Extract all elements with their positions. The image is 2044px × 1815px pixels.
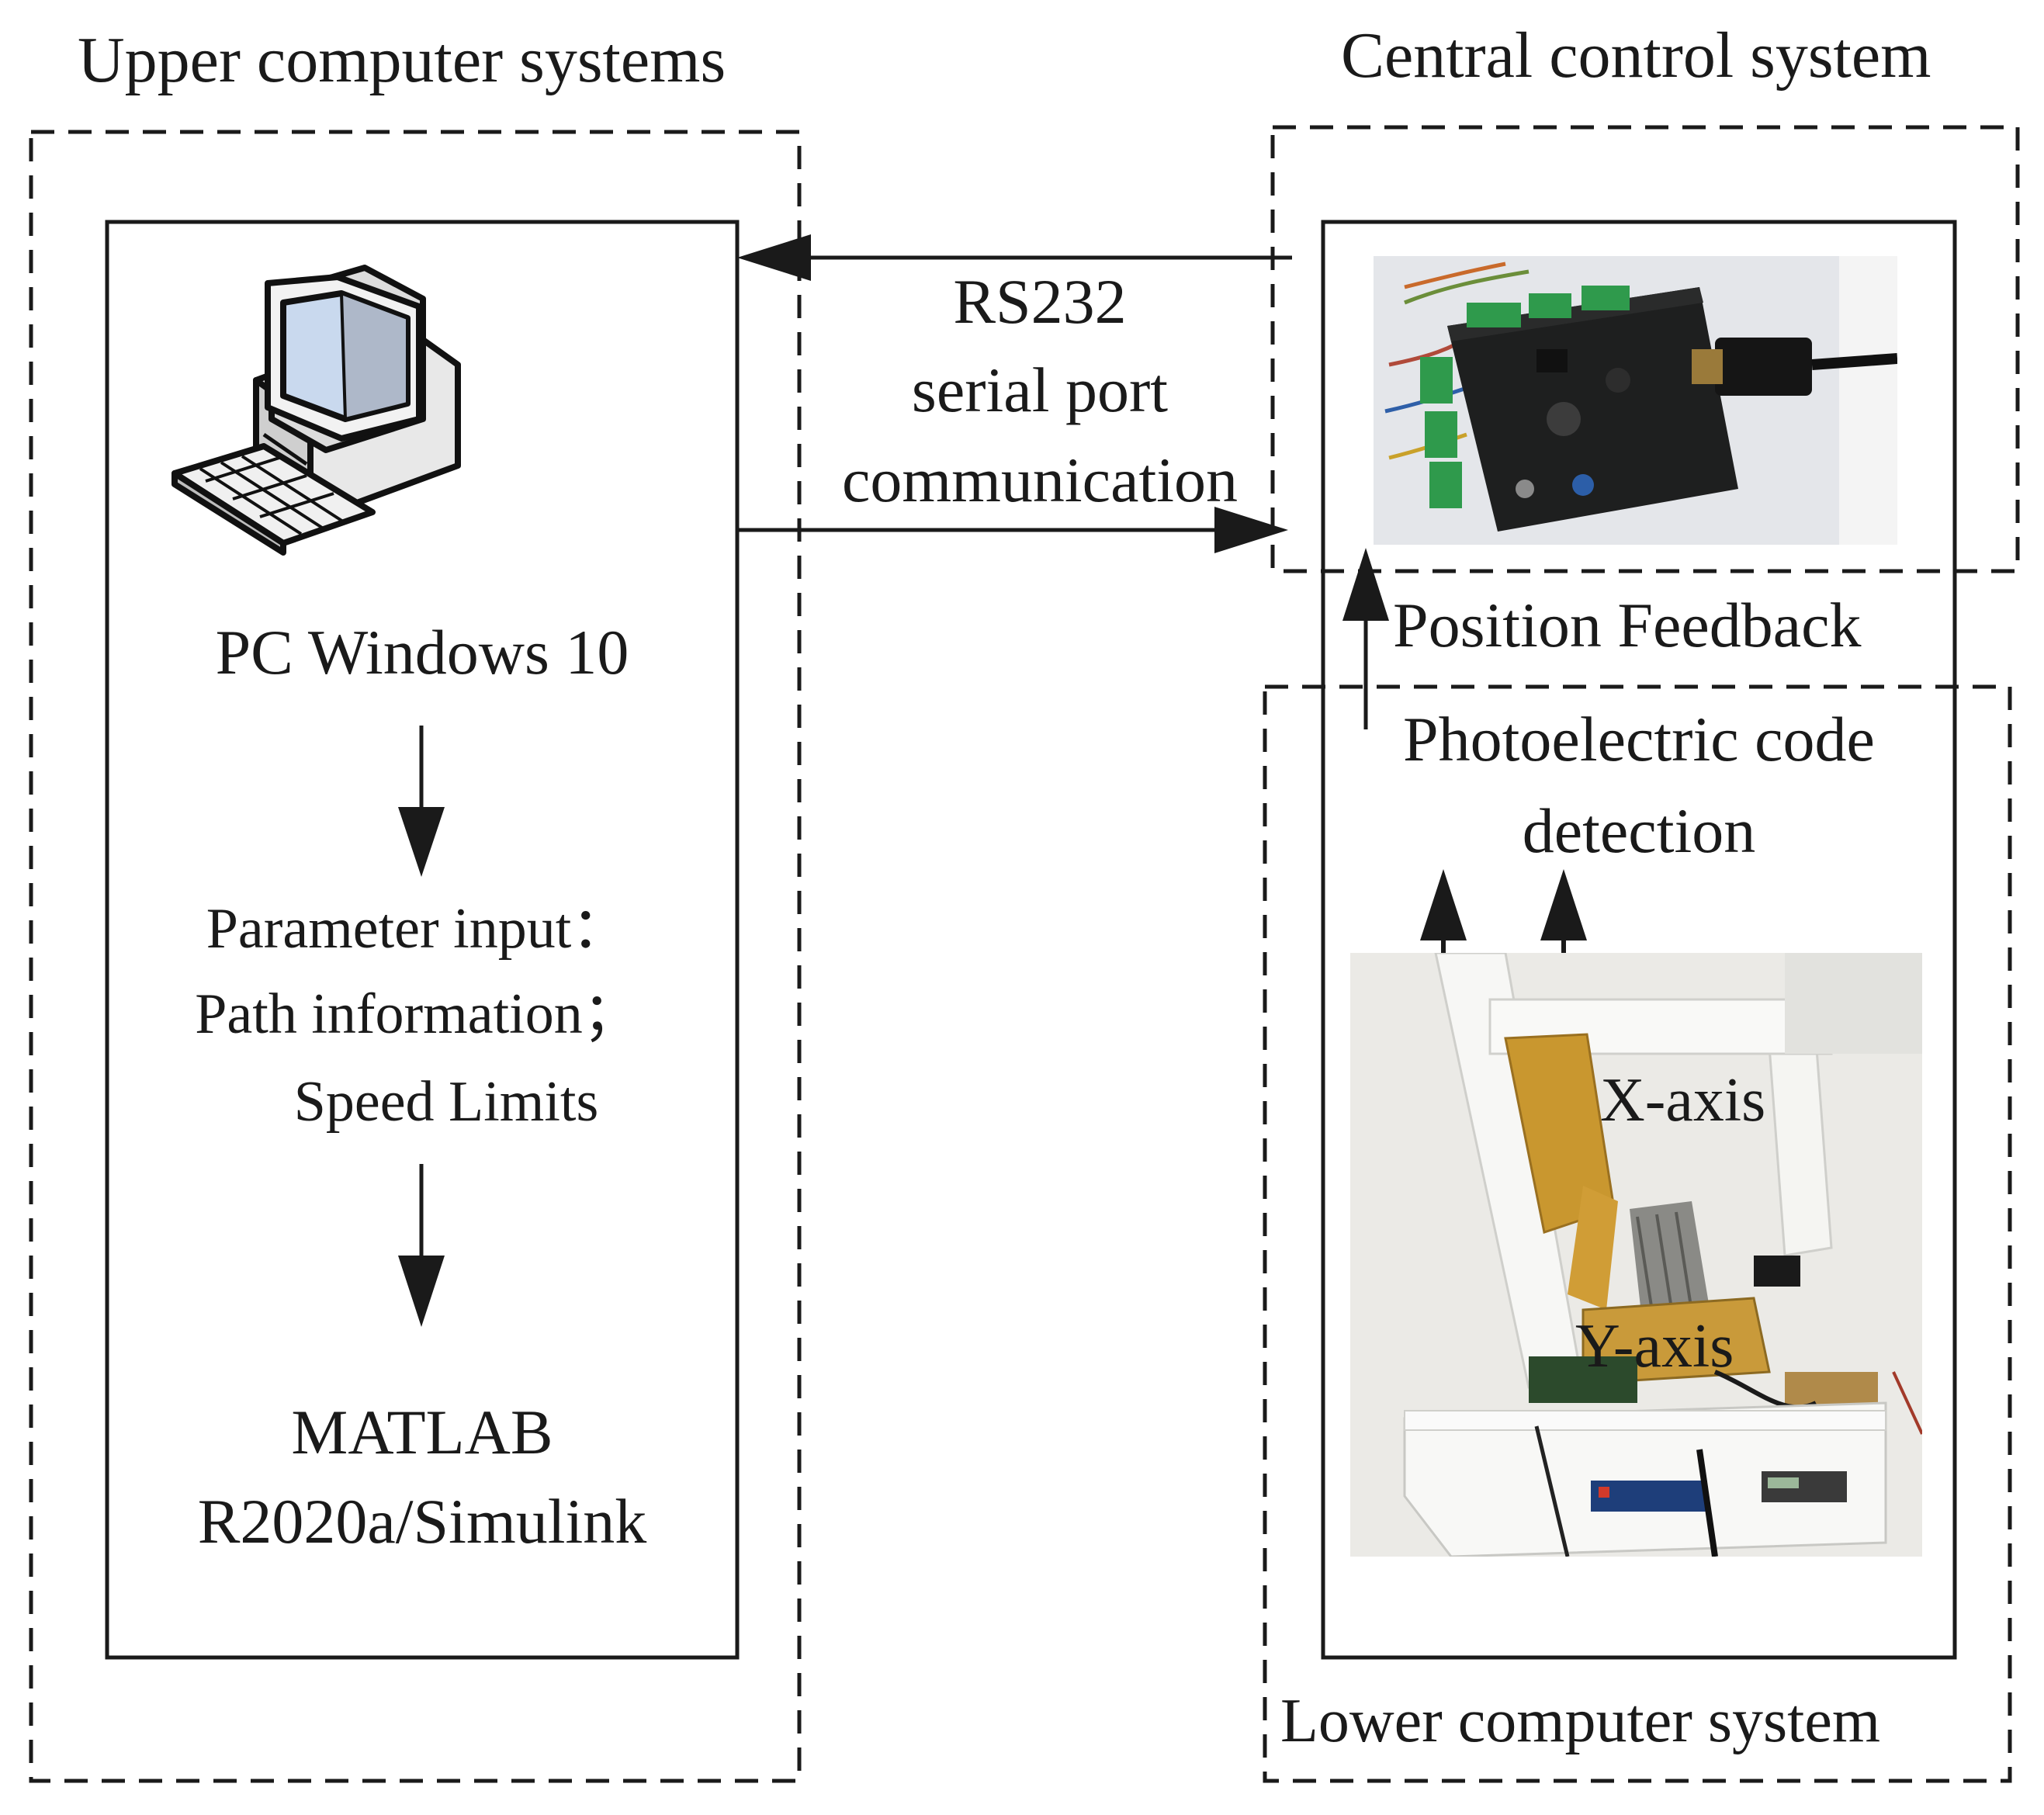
control-board-photo [1374, 256, 1897, 545]
arrow-to-pc-head [737, 234, 811, 281]
y-axis-label: Y-axis [1575, 1312, 1734, 1380]
param-input-line3: Speed Limits [293, 1070, 599, 1134]
upper-system-title: Upper computer systems [78, 24, 726, 96]
upper-system-dashed-box [29, 130, 802, 1783]
pc-os-label: PC Windows 10 [215, 617, 629, 688]
pc-solid-box [105, 220, 740, 1660]
lower-system-title: Lower computer system [1280, 1687, 1881, 1755]
matlab-line1: MATLAB [291, 1397, 553, 1467]
central-system-dashed-box [1270, 125, 2020, 573]
position-feedback-label: Position Feedback [1393, 590, 1862, 660]
photoelectric-label-line1: Photoelectric code [1403, 704, 1875, 774]
xy-platform-photo [1350, 953, 1922, 1557]
param-input-line2: Path information； [195, 982, 640, 1046]
comm-label-line3: communication [841, 445, 1239, 515]
x-axis-label: X-axis [1600, 1066, 1766, 1134]
desktop-computer-icon [171, 265, 461, 556]
matlab-line2: R2020a/Simulink [197, 1486, 647, 1557]
central-system-title: Central control system [1341, 19, 1931, 92]
x-axis-arrow-head [1540, 869, 1587, 940]
controller-solid-box [1321, 220, 1957, 1660]
comm-label-line2: serial port [911, 355, 1169, 425]
y-axis-arrow-head [1420, 869, 1467, 940]
pc-down-arrow-1-head [398, 807, 445, 877]
position-feedback-arrow-head [1342, 548, 1389, 621]
arrow-to-controller-head [1214, 507, 1288, 553]
comm-label-line1: RS232 [953, 266, 1127, 337]
param-input-line1: Parameter input： [206, 897, 629, 961]
pc-down-arrow-2-head [398, 1256, 445, 1327]
lower-system-dashed-box [1263, 684, 2012, 1783]
photoelectric-label-line2: detection [1522, 795, 1756, 866]
